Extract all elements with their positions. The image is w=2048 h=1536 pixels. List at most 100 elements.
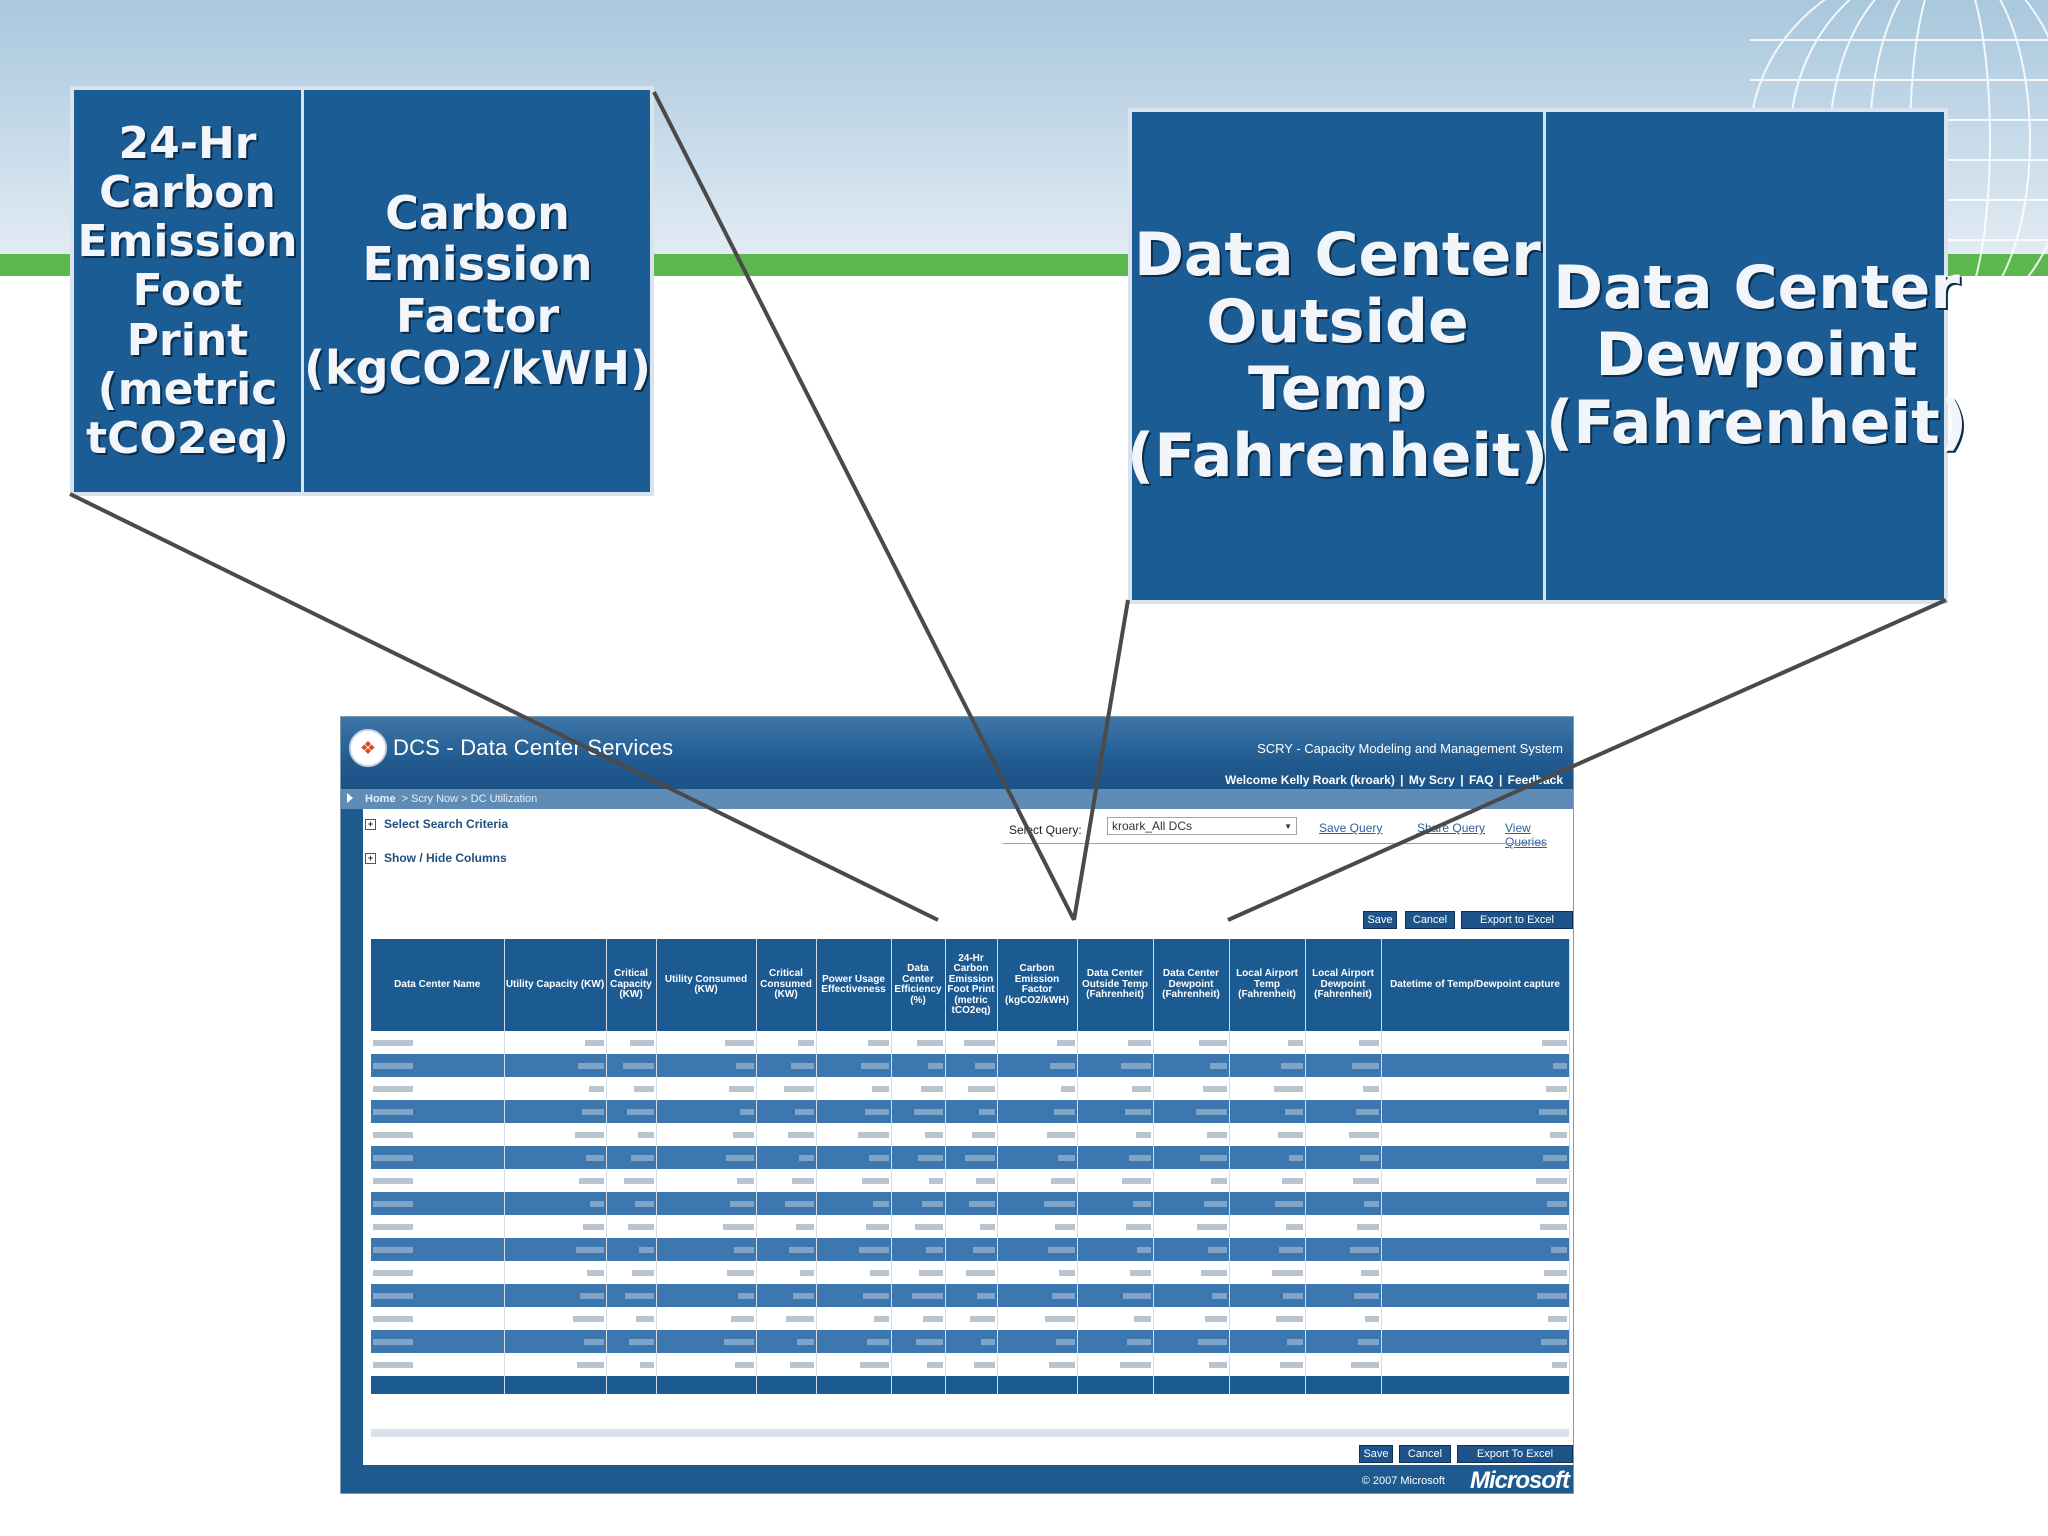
table-row[interactable] — [371, 1307, 1570, 1330]
table-cell — [371, 1031, 505, 1054]
table-cell — [606, 1100, 657, 1123]
blurred-cell-value — [1271, 1270, 1303, 1277]
blurred-cell-value — [723, 1339, 754, 1346]
table-cell — [1153, 1307, 1230, 1330]
cancel-button-bottom[interactable]: Cancel — [1399, 1445, 1451, 1463]
table-cell — [1305, 1100, 1382, 1123]
table-cell — [656, 1169, 757, 1192]
table-cell — [371, 1330, 505, 1353]
column-header[interactable]: Datetime of Temp/Dewpoint capture — [1381, 939, 1570, 1031]
column-header[interactable]: Utility Consumed (KW) — [656, 939, 757, 1031]
blurred-cell-value — [1546, 1201, 1567, 1208]
table-cell — [656, 1123, 757, 1146]
column-header[interactable]: Local Airport Dewpoint (Fahrenheit) — [1305, 939, 1382, 1031]
show-hide-columns-expander[interactable]: + Show / Hide Columns — [365, 851, 507, 865]
table-cell — [1153, 1100, 1230, 1123]
blurred-cell-value — [373, 1247, 413, 1254]
blurred-cell-value — [967, 1086, 995, 1093]
blurred-cell-value — [797, 1040, 814, 1047]
save-query-link[interactable]: Save Query — [1319, 821, 1383, 835]
blurred-cell-value — [1356, 1224, 1379, 1231]
table-cell — [606, 1330, 657, 1353]
blurred-cell-value — [1288, 1155, 1303, 1162]
my-scry-link[interactable]: My Scry — [1408, 773, 1455, 787]
export-excel-button-top[interactable]: Export to Excel — [1461, 911, 1573, 929]
column-header[interactable]: Critical Consumed (KW) — [756, 939, 817, 1031]
blurred-cell-value — [638, 1247, 654, 1254]
column-header[interactable]: Power Usage Effectiveness — [816, 939, 892, 1031]
table-cell — [1381, 1146, 1570, 1169]
table-cell — [1229, 1307, 1306, 1330]
table-row[interactable] — [371, 1031, 1570, 1054]
table-cell — [891, 1146, 946, 1169]
search-criteria-expander[interactable]: + Select Search Criteria — [365, 817, 508, 831]
table-cell — [997, 1146, 1078, 1169]
table-row[interactable] — [371, 1192, 1570, 1215]
blurred-cell-value — [1207, 1247, 1227, 1254]
table-cell — [997, 1123, 1078, 1146]
table-cell — [606, 1123, 657, 1146]
blurred-cell-value — [1350, 1362, 1379, 1369]
export-excel-button-bottom[interactable]: Export To Excel — [1457, 1445, 1573, 1463]
column-header[interactable]: Utility Capacity (KW) — [504, 939, 607, 1031]
table-row[interactable] — [371, 1123, 1570, 1146]
horizontal-scrollbar[interactable] — [371, 1429, 1569, 1437]
blurred-cell-value — [1203, 1201, 1227, 1208]
column-header[interactable]: Carbon Emission Factor (kgCO2/kWH) — [997, 939, 1078, 1031]
cancel-button-top[interactable]: Cancel — [1405, 911, 1455, 929]
table-cell — [1229, 1054, 1306, 1077]
table-row[interactable] — [371, 1146, 1570, 1169]
blurred-cell-value — [1552, 1063, 1567, 1070]
table-cell — [756, 1238, 817, 1261]
table-cell — [371, 1376, 505, 1394]
table-row[interactable] — [371, 1330, 1570, 1353]
share-query-link[interactable]: Share Query — [1417, 821, 1486, 835]
column-header[interactable]: Data Center Efficiency (%) — [891, 939, 946, 1031]
table-cell — [945, 1307, 998, 1330]
column-header[interactable]: 24-Hr Carbon Emission Foot Print (metric… — [945, 939, 998, 1031]
column-header[interactable]: Critical Capacity (KW) — [606, 939, 657, 1031]
blurred-cell-value — [722, 1224, 754, 1231]
table-row[interactable] — [371, 1284, 1570, 1307]
feedback-link[interactable]: Feedback — [1507, 773, 1563, 787]
windows-logo-icon: ❖ — [349, 729, 387, 767]
table-row[interactable] — [371, 1054, 1570, 1077]
save-button-bottom[interactable]: Save — [1359, 1445, 1393, 1463]
table-row[interactable] — [371, 1077, 1570, 1100]
table-row[interactable] — [371, 1100, 1570, 1123]
table-cell — [1153, 1330, 1230, 1353]
faq-link[interactable]: FAQ — [1468, 773, 1494, 787]
blurred-cell-value — [867, 1040, 889, 1047]
table-row[interactable] — [371, 1238, 1570, 1261]
table-cell — [656, 1353, 757, 1376]
breadcrumb-home-link[interactable]: Home — [365, 793, 396, 805]
blurred-cell-value — [1535, 1178, 1567, 1185]
table-cell — [1381, 1330, 1570, 1353]
table-row[interactable] — [371, 1169, 1570, 1192]
table-cell — [1077, 1330, 1154, 1353]
column-header[interactable]: Data Center Name — [371, 939, 505, 1031]
column-header[interactable]: Data Center Dewpoint (Fahrenheit) — [1153, 939, 1230, 1031]
view-queries-link[interactable]: View Queries — [1505, 821, 1548, 849]
table-cell — [1153, 1215, 1230, 1238]
table-row[interactable] — [371, 1353, 1570, 1376]
main-content: + Select Search Criteria + Show / Hide C… — [363, 809, 1573, 1465]
query-select[interactable]: kroark_All DCs ▼ — [1107, 817, 1297, 835]
blurred-cell-value — [968, 1201, 995, 1208]
table-cell — [1381, 1192, 1570, 1215]
table-cell — [1229, 1284, 1306, 1307]
blurred-cell-value — [1120, 1063, 1151, 1070]
divider — [1003, 843, 1547, 844]
column-header[interactable]: Data Center Outside Temp (Fahrenheit) — [1077, 939, 1154, 1031]
blurred-cell-value — [1362, 1086, 1379, 1093]
save-button-top[interactable]: Save — [1363, 911, 1397, 929]
table-cell — [1153, 1192, 1230, 1215]
table-cell — [816, 1054, 892, 1077]
table-cell — [945, 1376, 998, 1394]
table-row[interactable] — [371, 1261, 1570, 1284]
blurred-cell-value — [785, 1316, 814, 1323]
table-cell — [891, 1376, 946, 1394]
table-row[interactable] — [371, 1215, 1570, 1238]
column-header[interactable]: Local Airport Temp (Fahrenheit) — [1229, 939, 1306, 1031]
table-cell — [606, 1031, 657, 1054]
